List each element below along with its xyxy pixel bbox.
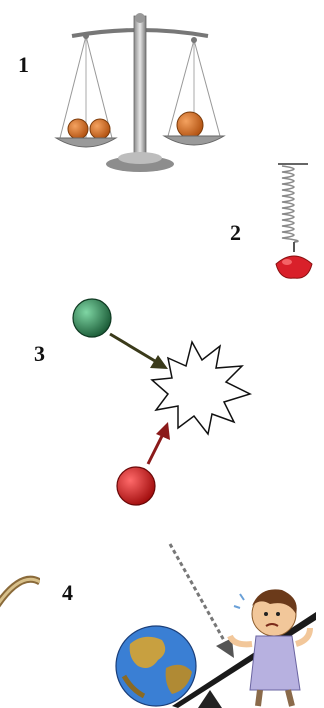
collision-icon [64, 294, 260, 510]
lever-earth-icon [110, 540, 316, 708]
item-number-2: 2 [230, 220, 241, 245]
balance-scale-icon [52, 10, 230, 182]
item-number-3: 3 [34, 341, 45, 366]
item-number-1: 1 [18, 52, 29, 77]
planet-ring-icon [0, 560, 40, 620]
spring-weight-icon [268, 160, 320, 290]
item-number-4: 4 [62, 580, 73, 605]
